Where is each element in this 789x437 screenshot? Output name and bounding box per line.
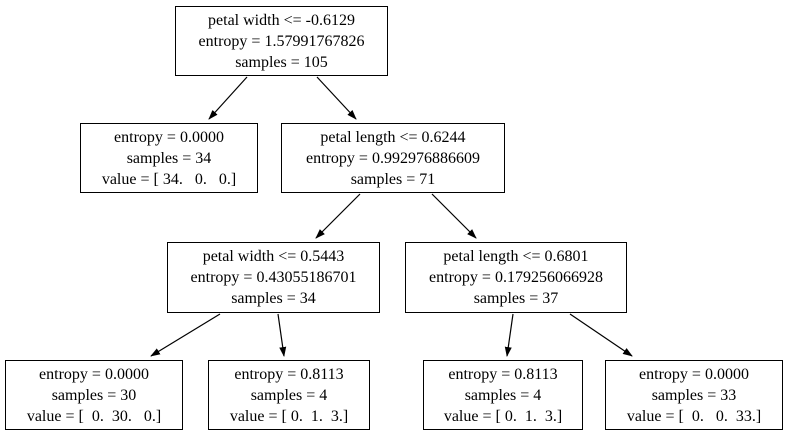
node-split-condition: petal width <= 0.5443 (202, 248, 345, 265)
node-value: value = [ 0. 1. 3.] (229, 407, 349, 425)
node-value: value = [ 0. 0. 33.] (626, 407, 762, 425)
node-entropy: entropy = 0.0000 (639, 365, 749, 383)
tree-node-leaf-4: entropy = 0.0000 samples = 33 value = [ … (605, 360, 783, 430)
node-samples: samples = 37 (473, 290, 559, 307)
edge-root-to-right (316, 76, 357, 120)
tree-node-right-left: petal width <= 0.5443 entropy = 0.430551… (167, 242, 380, 313)
node-samples: samples = 105 (235, 53, 328, 71)
edge-right-to-right-left (315, 193, 361, 239)
tree-node-leaf-1: entropy = 0.0000 samples = 30 value = [ … (5, 360, 183, 430)
node-entropy: entropy = 0.8113 (448, 365, 558, 383)
node-samples: samples = 30 (51, 386, 137, 404)
node-entropy: entropy = 0.992976886609 (306, 149, 480, 167)
node-value: value = [ 34. 0. 0.] (101, 170, 237, 188)
edge-right-right-to-leaf-3 (504, 313, 514, 357)
node-samples: samples = 34 (126, 149, 212, 167)
node-value: value = [ 0. 1. 3.] (443, 407, 563, 425)
node-samples: samples = 4 (250, 386, 328, 404)
edge-right-to-right-right (431, 193, 477, 239)
edge-right-right-to-leaf-4 (569, 313, 633, 357)
edge-right-left-to-leaf-1 (150, 313, 221, 357)
tree-node-root: petal width <= -0.6129 entropy = 1.57991… (175, 6, 388, 76)
tree-node-left-leaf: entropy = 0.0000 samples = 34 value = [ … (80, 123, 258, 193)
node-split-condition: petal width <= -0.6129 (208, 11, 355, 29)
tree-node-right: petal length <= 0.6244 entropy = 0.99297… (281, 123, 505, 193)
node-entropy: entropy = 1.57991767826 (198, 32, 365, 50)
node-value: value = [ 0. 30. 0.] (26, 407, 162, 425)
node-entropy: entropy = 0.179256066928 (429, 269, 603, 286)
node-samples: samples = 33 (651, 386, 737, 404)
tree-node-leaf-2: entropy = 0.8113 samples = 4 value = [ 0… (208, 360, 370, 430)
tree-node-right-right: petal length <= 0.6801 entropy = 0.17925… (405, 242, 627, 313)
node-entropy: entropy = 0.43055186701 (190, 269, 357, 286)
tree-node-leaf-3: entropy = 0.8113 samples = 4 value = [ 0… (423, 360, 583, 430)
node-samples: samples = 71 (350, 170, 436, 188)
node-entropy: entropy = 0.0000 (39, 365, 149, 383)
node-samples: samples = 34 (231, 290, 316, 307)
edge-root-to-left (208, 76, 248, 120)
node-samples: samples = 4 (464, 386, 542, 404)
node-split-condition: petal length <= 0.6801 (443, 248, 589, 265)
node-entropy: entropy = 0.8113 (234, 365, 344, 383)
node-entropy: entropy = 0.0000 (114, 128, 224, 146)
edge-right-left-to-leaf-2 (277, 313, 287, 357)
node-split-condition: petal length <= 0.6244 (320, 128, 466, 146)
